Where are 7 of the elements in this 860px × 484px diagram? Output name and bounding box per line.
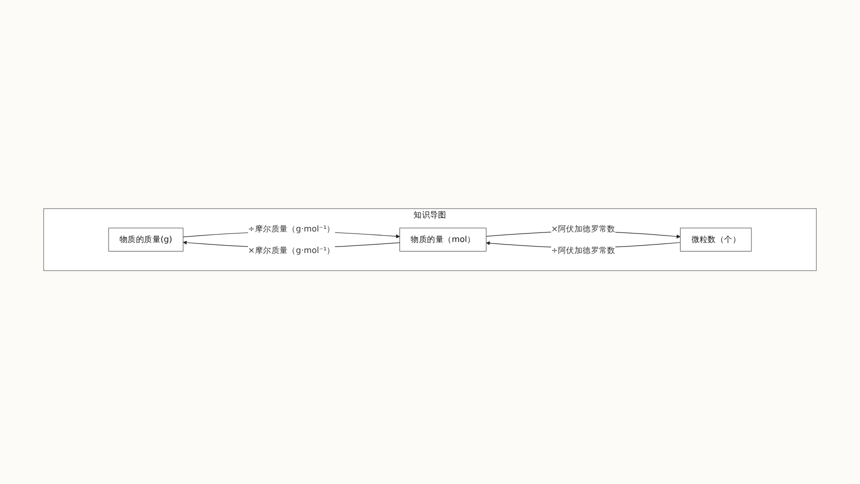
edge-label: ×摩尔质量（g·mol⁻¹） [248,246,335,256]
node-box: 物质的量（mol） [400,228,486,252]
node-box: 微粒数（个） [680,228,752,252]
edge-label: ÷阿伏加德罗常数 [551,246,616,256]
edge-label: ÷摩尔质量（g·mol⁻¹） [248,224,335,234]
edge-label: ×阿伏加德罗常数 [551,224,616,234]
node-box: 物质的质量(g) [108,228,184,252]
